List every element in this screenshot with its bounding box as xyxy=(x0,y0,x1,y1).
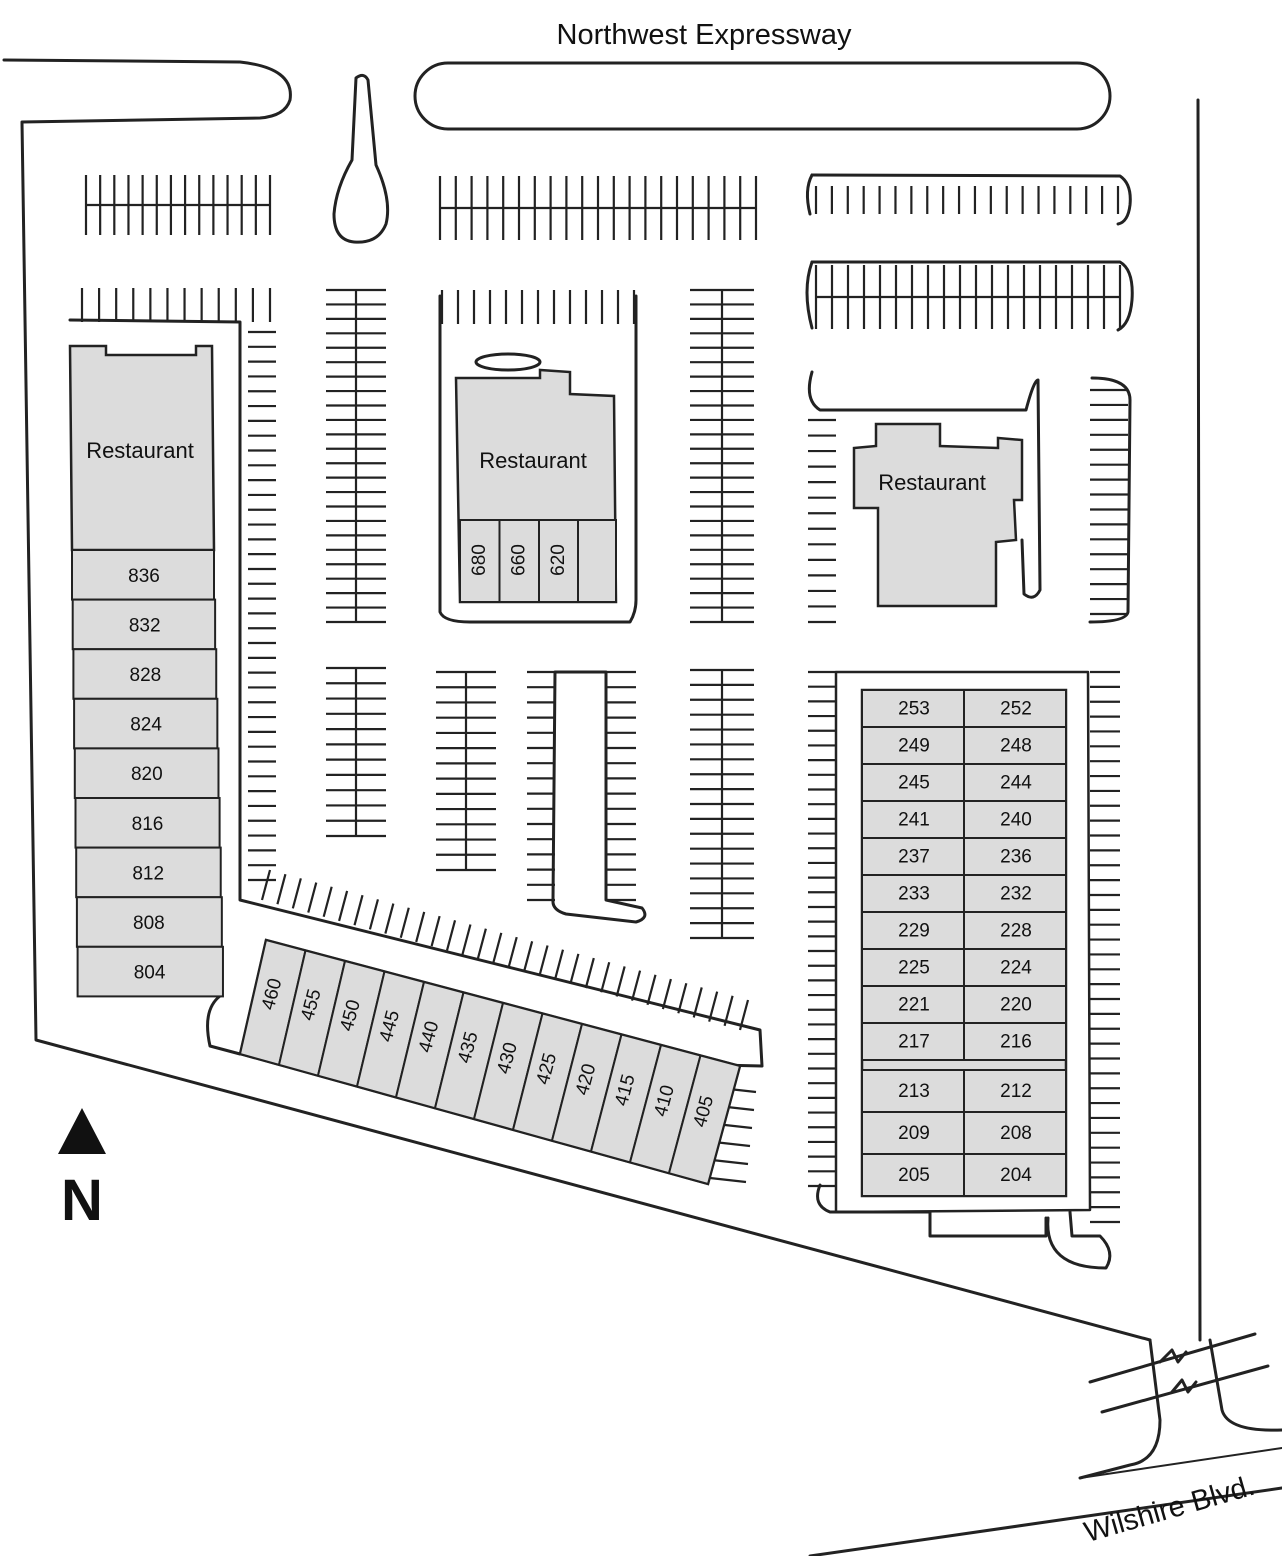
unit-label: 253 xyxy=(898,699,930,720)
parking-column-ne-east xyxy=(1090,388,1128,616)
unit-cell xyxy=(73,697,219,750)
unit-cell xyxy=(76,945,224,998)
restaurant-label-ne: Restaurant xyxy=(878,470,986,495)
unit-cell xyxy=(963,1153,1067,1197)
unit-label: 220 xyxy=(1000,995,1032,1016)
parking-comb-center-pad xyxy=(440,290,636,324)
unit-label: 216 xyxy=(1000,1032,1032,1053)
parking-column-lower-left xyxy=(326,666,386,838)
unit-label: 824 xyxy=(130,715,162,736)
unit-label: 236 xyxy=(1000,847,1032,868)
unit-cell xyxy=(538,519,580,603)
unit-label: 204 xyxy=(1000,1165,1032,1186)
map-labels: Northwest Expressway Wilshire Blvd. Rest… xyxy=(86,19,1258,1549)
parking-row-diagonal xyxy=(260,869,750,1031)
unit-label: 209 xyxy=(898,1123,930,1144)
unit-label: 828 xyxy=(130,665,162,686)
restaurant-label-west: Restaurant xyxy=(86,438,194,463)
unit-label: 808 xyxy=(133,913,165,934)
parking-column-lower-right xyxy=(690,668,754,940)
parking-column-ne-west xyxy=(808,418,836,624)
road-label-north: Northwest Expressway xyxy=(557,19,852,51)
unit-label: 804 xyxy=(134,963,166,984)
unit-label: 205 xyxy=(898,1165,930,1186)
parking-row-ne-upper xyxy=(814,186,1120,214)
unit-cell xyxy=(963,763,1067,802)
north-label: N xyxy=(61,1168,103,1233)
unit-label: 228 xyxy=(1000,921,1032,942)
parking-column-island-west xyxy=(527,670,555,902)
parking-column-island-east xyxy=(606,670,636,902)
unit-cell xyxy=(74,797,221,849)
restaurant-label-center: Restaurant xyxy=(479,448,587,473)
parking-column-east-west xyxy=(808,670,836,1188)
unit-label: 244 xyxy=(1000,773,1032,794)
unit-label: 812 xyxy=(132,863,164,884)
parking-column-west xyxy=(248,330,276,882)
unit-label: 229 xyxy=(898,921,930,942)
unit-cell xyxy=(963,1069,1067,1113)
unit-cell xyxy=(861,837,965,876)
unit-cell xyxy=(861,911,965,950)
unit-label: 620 xyxy=(548,544,569,576)
unit-cell xyxy=(667,1054,742,1186)
unit-label: 212 xyxy=(1000,1081,1032,1102)
unit-cell xyxy=(498,519,540,603)
center-pad-island xyxy=(474,352,542,372)
unit-cell xyxy=(861,985,965,1024)
unit-label: 680 xyxy=(469,544,490,576)
parking-column-center-left xyxy=(326,288,386,624)
unit-label: 820 xyxy=(131,764,163,785)
unit-label: 237 xyxy=(898,847,930,868)
unit-label: 213 xyxy=(898,1081,930,1102)
unit-cell xyxy=(459,519,501,603)
unit-cell xyxy=(861,1153,965,1197)
parking-row-ne-lower xyxy=(814,265,1122,329)
parking-column-east-east xyxy=(1090,670,1120,1224)
parking-row-north-center xyxy=(438,176,758,240)
road-label-south: Wilshire Blvd. xyxy=(1081,1470,1259,1549)
unit-label: 252 xyxy=(1000,699,1032,720)
unit-label: 832 xyxy=(129,615,161,636)
unit-label: 221 xyxy=(898,995,930,1016)
unit-cell xyxy=(73,747,220,800)
unit-cell xyxy=(963,1111,1067,1155)
unit-grid: 836 832 828 824 820 816 812 808 804 680 660 620 253 2… xyxy=(71,519,1067,1197)
unit-cell xyxy=(963,1022,1067,1061)
unit-label: 233 xyxy=(898,884,930,905)
unit-label: 217 xyxy=(898,1032,930,1053)
unit-label: 816 xyxy=(132,814,164,835)
unit-label: 225 xyxy=(898,958,930,979)
unit-cell xyxy=(861,726,965,765)
unit-label: 240 xyxy=(1000,810,1032,831)
unit-label: 208 xyxy=(1000,1123,1032,1144)
unit-cell xyxy=(72,648,218,700)
north-arrow-icon xyxy=(58,1108,106,1154)
parking-stalls xyxy=(80,175,1128,1224)
unit-label: 660 xyxy=(509,544,530,576)
unit-label: 836 xyxy=(128,566,160,587)
unit-cell xyxy=(861,1022,965,1061)
unit-label: 224 xyxy=(1000,958,1032,979)
unit-cell xyxy=(963,837,1067,876)
unit-label: 241 xyxy=(898,810,930,831)
unit-cell xyxy=(861,948,965,987)
unit-label: 232 xyxy=(1000,884,1032,905)
north-arrow: N xyxy=(58,1108,106,1233)
unit-cell xyxy=(577,519,617,603)
parking-comb-west-pad xyxy=(80,288,272,322)
ne-restaurant-building xyxy=(852,422,1024,608)
parking-column-lower-mid xyxy=(436,670,496,872)
unit-label: 248 xyxy=(1000,736,1032,757)
site-outline xyxy=(2,58,1282,1556)
unit-label: 249 xyxy=(898,736,930,757)
unit-cell xyxy=(963,985,1067,1024)
unit-label: 245 xyxy=(898,773,930,794)
parking-column-center-right xyxy=(690,288,754,624)
parking-row-nw xyxy=(84,175,272,235)
